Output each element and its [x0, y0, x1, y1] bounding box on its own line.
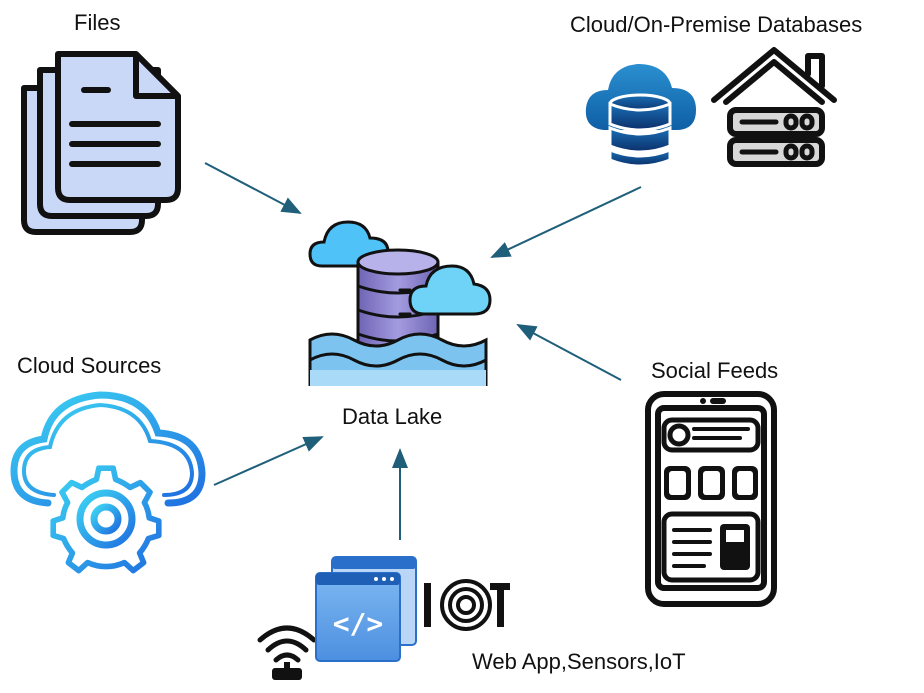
files-label: Files [74, 10, 121, 35]
iot-icon [424, 579, 510, 631]
cloud-database-icon [585, 64, 696, 168]
cloud-sources-label: Cloud Sources [17, 353, 162, 378]
files-icon [21, 51, 181, 235]
arrow-social-feeds [516, 324, 622, 381]
data-lake-label: Data Lake [342, 404, 443, 429]
code-glyph: </> [333, 607, 384, 640]
on-premise-server-icon [711, 47, 837, 167]
cloud-settings-icon [10, 391, 206, 574]
social-feeds-label: Social Feeds [651, 358, 779, 383]
mobile-feed-icon [645, 391, 777, 607]
data-lake-icon [308, 220, 492, 386]
arrow-files [204, 162, 302, 214]
arrow-databases [490, 186, 642, 258]
web-app-label: Web App,Sensors,IoT [472, 649, 686, 674]
wifi-sensor-icon [257, 625, 317, 680]
databases-label: Cloud/On-Premise Databases [570, 12, 863, 37]
arrow-cloud-sources [213, 436, 324, 486]
web-app-code-icon: </> [315, 556, 417, 662]
